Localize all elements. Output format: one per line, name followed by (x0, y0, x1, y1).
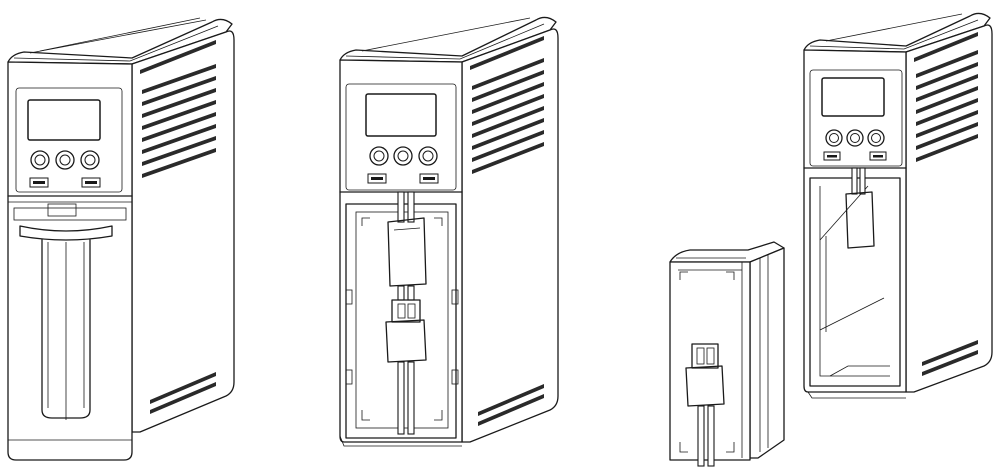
ups2-lcd-screen (365, 93, 437, 137)
ups1-cover-tab (47, 203, 77, 217)
ups2-side-vents (470, 36, 544, 426)
ups3-buttons (825, 129, 885, 147)
ups2-side (461, 28, 559, 443)
ups1-buttons (30, 150, 100, 170)
ups3-empty-bay (809, 177, 901, 387)
ups1-cover-latch (13, 207, 127, 221)
ups3-top (803, 12, 991, 53)
ups2-top (339, 16, 557, 63)
ups-closed (7, 17, 235, 461)
ups-battery-removed (803, 12, 993, 399)
ups1-cover-handle (19, 225, 113, 241)
ups-cover-removed (339, 16, 559, 447)
ups2-battery-connector (385, 191, 427, 435)
ups3-lcd-screen (821, 77, 885, 117)
battery-side (749, 247, 785, 459)
ups2-control-panel (345, 83, 457, 191)
ups1-side-vents (140, 40, 216, 414)
ups1-top (7, 18, 233, 65)
battery-front (669, 261, 751, 461)
ups1-side (131, 30, 235, 433)
ups3-side-vents (914, 32, 978, 376)
ups1-control-panel (15, 87, 123, 193)
ups1-lcd-screen (27, 99, 101, 141)
battery-top (669, 241, 785, 263)
ups3-dangling-cable (845, 167, 875, 249)
removed-battery-pack (669, 241, 785, 467)
ups3-control-panel (809, 69, 903, 167)
ups2-buttons (369, 146, 438, 166)
battery-connector (685, 343, 725, 467)
ups3-side (905, 24, 993, 393)
